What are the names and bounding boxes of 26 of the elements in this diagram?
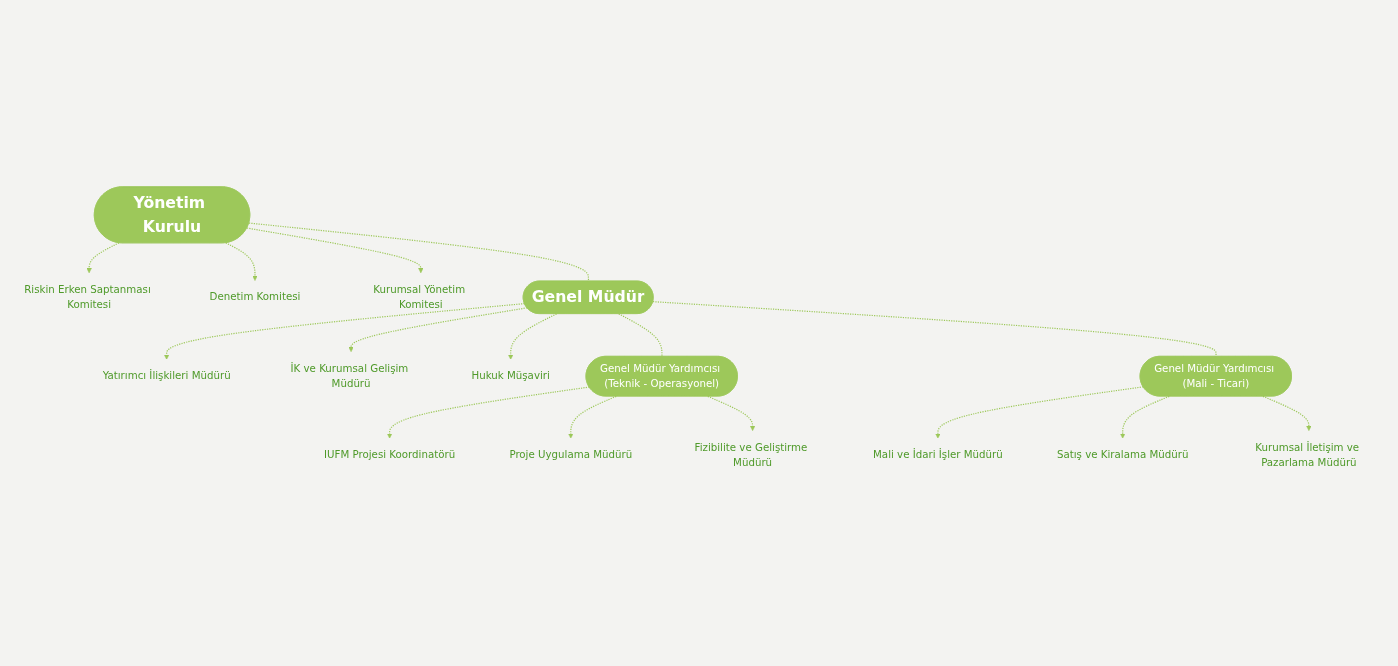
arrow: [568, 395, 617, 439]
node-text: Hukuk Müşaviri: [471, 369, 550, 382]
connector: [652, 300, 1217, 358]
node-text: İK ve Kurumsal Gelişim Müdürü: [290, 361, 409, 390]
node-text: Proje Uygulama Müdürü: [509, 448, 633, 461]
node-text: IUFM Projesi Koordinatörü: [324, 448, 456, 461]
arrow: [348, 307, 528, 352]
node-text: Riskin Erken Saptanması Komitesi: [24, 283, 151, 311]
arrow: [508, 313, 558, 360]
arrow: [1262, 395, 1312, 431]
arrow: [246, 227, 424, 274]
connector: [248, 222, 590, 282]
arrow: [225, 242, 258, 281]
arrow: [86, 242, 120, 274]
arrow: [1120, 395, 1170, 439]
node-text: Kurumsal İletişim ve Pazarlama Müdürü: [1255, 440, 1360, 469]
node-text: Kurumsal Yönetim Komitesi: [373, 283, 466, 311]
arrow: [935, 386, 1144, 439]
node-text: Satış ve Kiralama Müdürü: [1056, 448, 1189, 461]
node-text: Mali ve İdari İşler Müdürü: [873, 448, 1003, 461]
arrow: [707, 395, 756, 431]
node-text: Fizibilite ve Geliştirme Müdürü: [694, 440, 808, 469]
arrow: [164, 302, 526, 360]
node-text: Yatırımcı İlişkileri Müdürü: [102, 369, 231, 382]
node-text: Denetim Komitesi: [209, 290, 301, 303]
arrow: [386, 386, 590, 439]
